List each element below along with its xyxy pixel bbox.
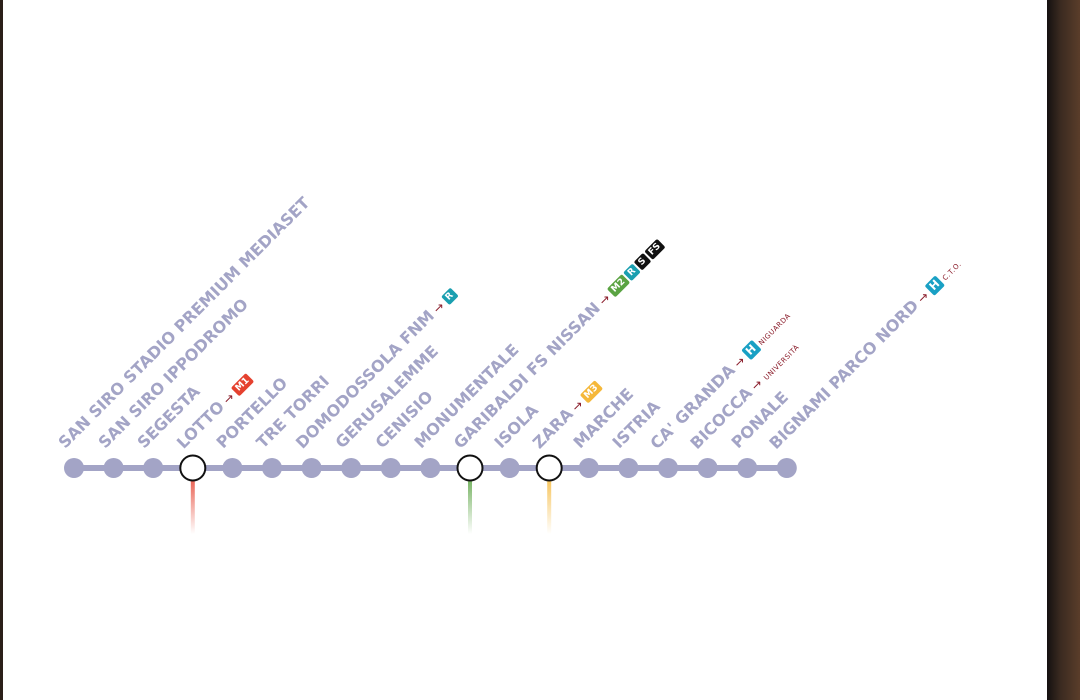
station-marker[interactable]	[499, 458, 520, 478]
connection-badge: R	[440, 287, 458, 306]
station-marker[interactable]	[737, 458, 758, 478]
background-edge	[1047, 0, 1080, 700]
interchange-marker[interactable]	[179, 454, 207, 482]
connection-badge: M2	[606, 273, 630, 298]
branch-line-3	[190, 468, 195, 534]
station-marker[interactable]	[697, 458, 718, 478]
connection-badge: M3	[579, 379, 603, 404]
station-marker[interactable]	[103, 458, 124, 478]
branch-line-12	[547, 468, 552, 534]
station-marker[interactable]	[341, 458, 362, 478]
map-panel	[3, 0, 1047, 700]
station-marker[interactable]	[658, 458, 678, 478]
station-marker[interactable]	[64, 458, 84, 478]
station-marker[interactable]	[380, 458, 401, 478]
station-marker[interactable]	[618, 458, 639, 478]
connection-badge: M1	[230, 372, 254, 397]
station-marker[interactable]	[776, 458, 797, 478]
branch-line-10	[468, 468, 472, 534]
station-marker[interactable]	[578, 458, 599, 478]
interchange-marker[interactable]	[456, 454, 484, 482]
connection-destination: C.T.O.	[940, 260, 963, 283]
station-marker[interactable]	[143, 458, 164, 478]
station-marker[interactable]	[222, 458, 243, 478]
interchange-marker[interactable]	[535, 454, 563, 482]
station-marker[interactable]	[262, 458, 282, 478]
station-marker[interactable]	[420, 458, 441, 478]
station-marker[interactable]	[301, 458, 322, 478]
